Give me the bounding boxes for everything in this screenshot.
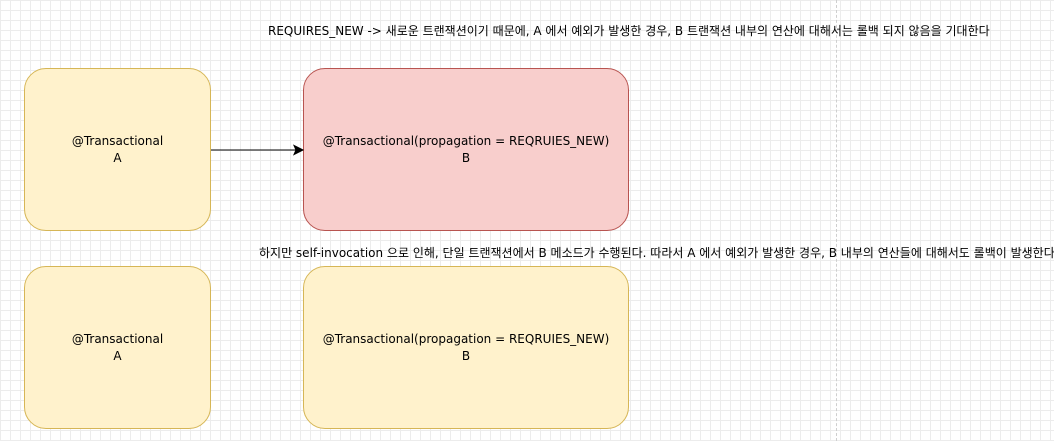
arrow-head-icon — [292, 144, 305, 156]
actual-behavior-caption[interactable]: 하지만 self-invocation 으로 인해, 단일 트랜잭션에서 B 메… — [259, 246, 1054, 260]
actual-b-annotation: @Transactional(propagation = REQRUIES_NE… — [322, 331, 610, 346]
expected-b-annotation: @Transactional(propagation = REQRUIES_NE… — [322, 133, 610, 148]
expected-b-box[interactable]: @Transactional(propagation = REQRUIES_NE… — [303, 68, 629, 231]
actual-a-annotation: @Transactional — [71, 331, 164, 346]
expected-a-annotation: @Transactional — [71, 133, 164, 148]
actual-a-box[interactable]: @Transactional A — [24, 266, 211, 429]
expected-b-label: B — [461, 150, 471, 165]
actual-b-box[interactable]: @Transactional(propagation = REQRUIES_NE… — [303, 266, 629, 429]
expected-behavior-caption[interactable]: REQUIRES_NEW -> 새로운 트랜잭션이기 때문에, A 에서 예외가… — [268, 24, 990, 38]
expected-a-label: A — [113, 150, 122, 165]
page-boundary-line — [836, 0, 837, 441]
expected-a-box[interactable]: @Transactional A — [24, 68, 211, 231]
actual-a-label: A — [113, 348, 122, 363]
actual-b-label: B — [461, 348, 471, 363]
